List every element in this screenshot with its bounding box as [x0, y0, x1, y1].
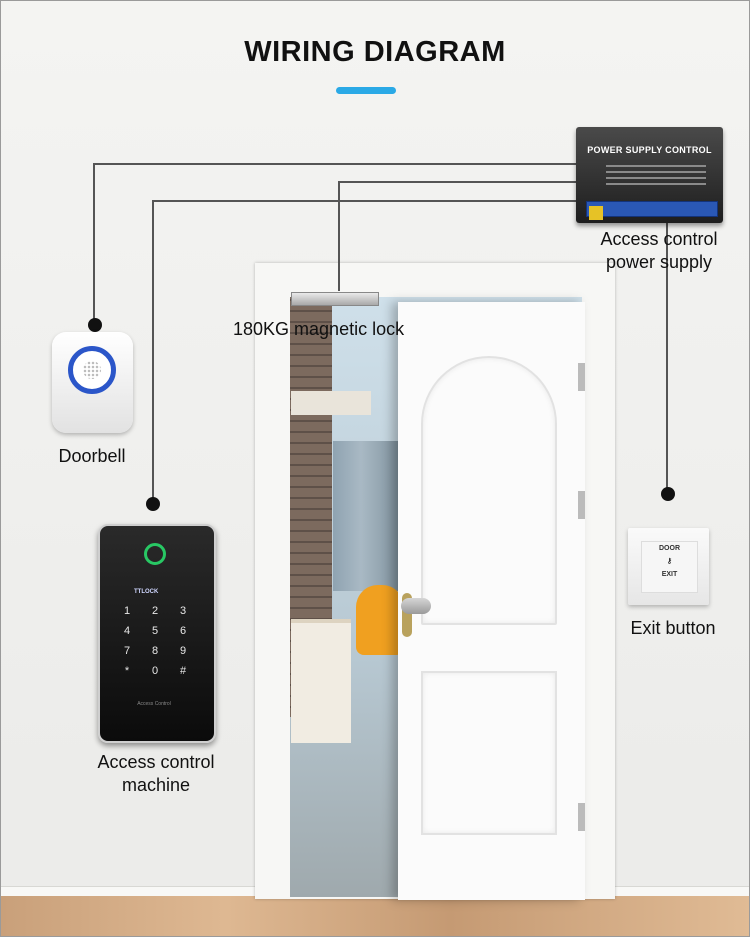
key: 7 [123, 645, 131, 657]
key: 9 [179, 645, 187, 657]
key: 3 [179, 605, 187, 617]
power-supply-label-line2: power supply [605, 252, 713, 272]
keypad-brand: TTLOCK [134, 589, 159, 595]
wood-floor [1, 896, 749, 936]
access-machine-label-line2: machine [121, 775, 191, 795]
keypad-footer: Access Control [137, 701, 171, 707]
key: 6 [179, 625, 187, 637]
room-desk [291, 619, 351, 743]
key: 1 [123, 605, 131, 617]
hinge-top [578, 363, 585, 391]
orange-chair [356, 585, 404, 655]
hinge-bottom [578, 803, 585, 831]
exit-face-top-text: DOOR [659, 545, 680, 552]
wire-terminal-access-machine [146, 497, 160, 511]
fingerprint-sensor-icon [144, 543, 166, 565]
wire-access-machine [152, 200, 576, 501]
key: 5 [151, 625, 159, 637]
exit-button-face: DOOR ⚷ EXIT [641, 541, 698, 593]
access-machine-label-line1: Access control [97, 752, 215, 772]
wire-terminal-doorbell [88, 318, 102, 332]
room-shelf [291, 391, 371, 415]
wire-doorbell [93, 163, 576, 325]
exit-face-bottom-text: EXIT [661, 571, 678, 578]
power-supply-label-line1: Access control [600, 229, 718, 249]
door-panel-bottom [421, 671, 557, 835]
page-title: WIRING DIAGRAM [244, 36, 506, 68]
door-panel-top [421, 356, 557, 625]
keypad-keys: 1 2 3 4 5 6 7 8 9 * 0 # [113, 604, 197, 678]
door-handle [401, 598, 431, 614]
wire-terminal-exit-button [661, 487, 675, 501]
psu-spec-lines [606, 161, 706, 189]
wire-maglock [338, 181, 576, 291]
key: * [124, 665, 130, 677]
doorbell-label: Doorbell [58, 446, 126, 466]
doorbell-speaker-icon [83, 361, 101, 379]
access-machine-label: Access control machine [76, 751, 236, 797]
power-supply-label: Access control power supply [579, 228, 739, 274]
magnetic-lock-label: 180KG magnetic lock [233, 319, 405, 339]
key: 0 [151, 665, 159, 677]
psu-terminal-block [586, 201, 718, 217]
key: 2 [151, 605, 159, 617]
psu-device-title: POWER SUPPLY CONTROL [587, 145, 712, 155]
magnetic-lock [291, 292, 379, 306]
exit-button-label: Exit button [630, 618, 716, 638]
psu-connector [589, 206, 603, 220]
city-window-view [333, 441, 403, 591]
handle-plate [402, 593, 412, 637]
key: # [179, 665, 187, 677]
title-underline [336, 87, 396, 94]
hinge-middle [578, 491, 585, 519]
key: 8 [151, 645, 159, 657]
key-icon: ⚷ [666, 558, 673, 565]
key: 4 [123, 625, 131, 637]
